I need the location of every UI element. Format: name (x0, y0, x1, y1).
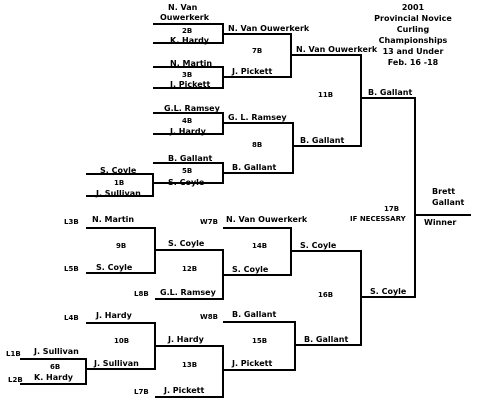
game-label-11b: 11B (318, 91, 334, 99)
team-b-w8b: B. Gallant (232, 310, 277, 319)
game-label-17b: 17B (384, 205, 400, 213)
team-b16-winner: S. Coyle (370, 287, 407, 296)
team-b9-bottom: S. Coyle (96, 263, 133, 272)
game-label-1b: 1B (114, 179, 125, 187)
team-b13-winner: J. Pickett (232, 359, 273, 368)
team-r4-a: B. Gallant (368, 88, 413, 97)
code-l8b: L8B (134, 290, 149, 298)
code-l7b: L7B (134, 388, 149, 396)
team-b12-winner: S. Coyle (232, 265, 269, 274)
game-label-15b: 15B (252, 337, 268, 345)
team-b-l7b: J. Pickett (164, 386, 205, 395)
game-label-16b: 16B (318, 291, 334, 299)
winner-label: Winner (424, 218, 457, 227)
game-label-13b: 13B (182, 361, 198, 369)
game-label-9b: 9B (116, 242, 127, 250)
team-r3-b: B. Gallant (300, 136, 345, 145)
code-l3b: L3B (64, 218, 79, 226)
game-label-10b: 10B (114, 337, 130, 345)
bracket-title: 2001 Provincial Novice Curling Champions… (348, 2, 478, 68)
team-r2-b: J. Pickett (232, 67, 273, 76)
code-l4b: L4B (64, 314, 79, 322)
team-b6-winner: J. Sullivan (94, 359, 139, 368)
game-label-2b: 2B (182, 27, 193, 35)
team-r1-4b-bottom: J. Hardy (170, 127, 206, 136)
team-r1-3b-bottom: J. Pickett (170, 80, 211, 89)
team-b9-top: N. Martin (92, 215, 135, 224)
team-b6-bottom: K. Hardy (34, 373, 74, 382)
game-label-4b: 4B (182, 117, 193, 125)
team-b10-winner: J. Hardy (168, 335, 204, 344)
title-event-2: Curling (396, 25, 430, 34)
team-r2-d: B. Gallant (232, 163, 277, 172)
team-r1-4b-top: G.L. Ramsey (164, 104, 220, 113)
code-w8b: W8B (200, 313, 218, 321)
game-label-6b: 6B (50, 363, 61, 371)
winner-name-line1: Brett (432, 187, 456, 196)
team-b9-winner: S. Coyle (168, 239, 205, 248)
code-l1b: L1B (6, 350, 21, 358)
team-b6-top: J. Sullivan (34, 347, 79, 356)
title-age-group: 13 and Under (382, 47, 444, 56)
team-r1-2b-top-line2: Ouwerkerk (160, 13, 210, 22)
team-r1-5b-top: B. Gallant (168, 154, 213, 163)
title-event-3: Championships (378, 36, 448, 45)
winner-name-line2: Gallant (432, 198, 465, 207)
team-b-l8b: G.L. Ramsey (160, 288, 216, 297)
team-r1-2b-bottom: K. Hardy (170, 36, 210, 45)
code-l2b: L2B (8, 376, 23, 384)
game-label-14b: 14B (252, 242, 268, 250)
title-year: 2001 (401, 3, 425, 12)
code-l5b: L5B (64, 265, 79, 273)
team-r1-1b-bottom: J. Sullivan (96, 189, 141, 198)
game-label-7b: 7B (252, 47, 263, 55)
team-r1-3b-top: N. Martin (170, 59, 213, 68)
title-event-1: Provincial Novice (374, 14, 452, 23)
team-b15-winner: B. Gallant (304, 335, 349, 344)
team-r3-a: N. Van Ouwerkerk (296, 45, 378, 54)
game-label-8b: 8B (252, 141, 263, 149)
team-b-w7b: N. Van Ouwerkerk (226, 215, 308, 224)
game-label-5b: 5B (182, 167, 193, 175)
team-r2-c: G. L. Ramsey (228, 113, 287, 122)
game-label-3b: 3B (182, 71, 193, 79)
team-r1-1b-top: S. Coyle (100, 166, 137, 175)
code-w7b: W7B (200, 218, 218, 226)
team-r2-e: S. Coyle (168, 178, 205, 187)
team-r1-2b-top-line1: N. Van (168, 3, 198, 12)
team-b14-winner: S. Coyle (300, 241, 337, 250)
if-necessary-note: IF NECESSARY (350, 215, 406, 223)
team-b10-top: J. Hardy (96, 311, 132, 320)
title-dates: Feb. 16 -18 (387, 58, 439, 67)
game-label-12b: 12B (182, 265, 198, 273)
team-r2-a: N. Van Ouwerkerk (228, 24, 310, 33)
